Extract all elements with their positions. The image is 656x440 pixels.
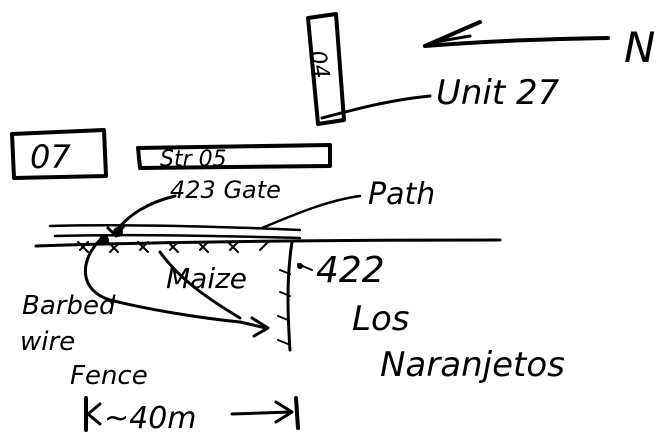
path-label: Path <box>368 177 435 212</box>
box-07-label: 07 <box>30 138 71 176</box>
gate-label: 423 Gate <box>170 176 281 204</box>
fence-label: Barbed wire Fence <box>20 238 270 391</box>
structure-05: Str 05 <box>136 143 332 172</box>
fence-label-line2: wire <box>20 327 75 357</box>
north-label: N <box>624 23 655 72</box>
unit-27-label: Unit 27 <box>436 73 560 113</box>
path: Path <box>48 177 435 240</box>
place-name-line1: Los <box>352 299 409 339</box>
plot-422-label: 422 <box>316 250 385 291</box>
box-07: 07 <box>10 128 108 180</box>
feature-04: 04 <box>304 12 346 126</box>
fence-label-line3: Fence <box>70 361 148 391</box>
plot-422: 422 <box>297 250 385 291</box>
scale-bar: ~40m <box>84 396 300 436</box>
unit-27-pointer: Unit 27 <box>320 73 560 120</box>
barbed-wire-fence-line <box>34 227 502 253</box>
feature-04-label: 04 <box>304 49 333 81</box>
place-name-line2: Naranjetos <box>380 345 565 385</box>
maize-label: Maize <box>166 262 247 295</box>
scale-label: ~40m <box>104 401 197 436</box>
fence-label-line1: Barbed <box>22 291 116 321</box>
structure-05-label: Str 05 <box>160 147 227 172</box>
maize-field: Maize <box>158 240 294 352</box>
north-arrow: N <box>423 20 655 72</box>
place-name: Los Naranjetos <box>352 299 565 385</box>
